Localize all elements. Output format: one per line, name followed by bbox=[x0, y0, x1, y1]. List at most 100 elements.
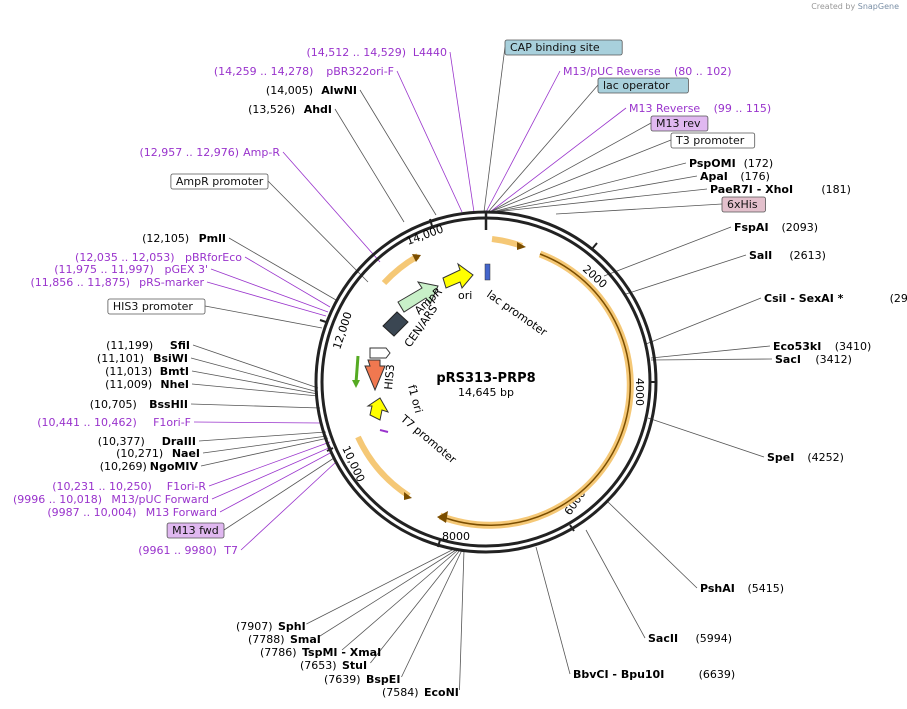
label-draiii: DraIII bbox=[162, 435, 196, 448]
label-ahdi: AhdI bbox=[304, 103, 332, 116]
t3-arrowhead bbox=[517, 242, 526, 250]
leader-paer7i-xhoi bbox=[493, 188, 708, 213]
label-bbvci-bpu10i: BbvCI - Bpu10I bbox=[573, 668, 664, 681]
label-m13-rev-box bbox=[650, 115, 709, 132]
label-pspomi-pos: (172) bbox=[744, 157, 774, 170]
tick-marks bbox=[319, 212, 656, 548]
label-t3-promoter: T3 promoter bbox=[675, 134, 745, 147]
leader-his3-promoter bbox=[204, 305, 323, 329]
leader-f1ori-r bbox=[208, 441, 331, 487]
label-pgex-3: pGEX 3' bbox=[164, 263, 208, 276]
prp8-orf-arc-core bbox=[439, 253, 631, 526]
f1-ori-label: f1 ori bbox=[405, 383, 425, 414]
label-t3-promoter-box bbox=[670, 132, 756, 149]
label-ampr-promoter-box bbox=[170, 173, 269, 190]
label-bmti: BmtI bbox=[160, 365, 189, 378]
label-pmli: PmlI bbox=[199, 232, 226, 245]
leader-smai bbox=[318, 549, 457, 638]
f1-arc bbox=[355, 435, 411, 499]
leader-saci bbox=[650, 358, 773, 361]
label-sphi-pos: (7907) bbox=[236, 620, 273, 633]
label-cap-binding-site: CAP binding site bbox=[510, 41, 600, 54]
label-csii-sexai: CsiI - SexAI * bbox=[764, 292, 844, 305]
label-tspmi-xmai-pos: (7786) bbox=[260, 646, 297, 659]
label-amp-r-pos: (12,957 .. 12,976) bbox=[139, 146, 239, 159]
label-spei: SpeI bbox=[767, 451, 794, 464]
label-alwni: AlwNI bbox=[321, 84, 357, 97]
label-apai: ApaI bbox=[700, 170, 728, 183]
his3-small-box-icon bbox=[369, 347, 391, 359]
plasmid-size: 14,645 bp bbox=[458, 386, 514, 399]
credit-prefix: Created by bbox=[811, 2, 856, 11]
leader-apai bbox=[492, 175, 698, 213]
label-eco53ki: Eco53kI bbox=[773, 340, 821, 353]
leader-l4440 bbox=[449, 51, 475, 213]
leader-ahdi bbox=[334, 108, 405, 223]
label-pbrforeco-pos: (12,035 .. 12,053) bbox=[75, 251, 175, 264]
label-bsiwi: BsiWI bbox=[153, 352, 188, 365]
label-pspomi: PspOMI bbox=[689, 157, 736, 170]
his3-label: HIS3 bbox=[382, 364, 397, 391]
label-6xhis: 6xHis bbox=[727, 198, 758, 211]
label-f1ori-r-pos: (10,231 .. 10,250) bbox=[52, 480, 152, 493]
label-econi: EcoNI bbox=[424, 686, 459, 699]
label-stui: StuI bbox=[342, 659, 367, 672]
leader-m13-reverse bbox=[489, 107, 627, 213]
label-cap-binding-site-box bbox=[504, 39, 623, 56]
label-f1ori-f-pos: (10,441 .. 10,462) bbox=[37, 416, 137, 429]
label-fspai-pos: (2093) bbox=[782, 221, 819, 234]
tick-label-8000: 8000 bbox=[442, 530, 470, 543]
label-tspmi-xmai: TspMI - XmaI bbox=[302, 646, 381, 659]
label-stui-pos: (7653) bbox=[300, 659, 337, 672]
leader-lines bbox=[190, 46, 773, 691]
leader-tspmi-xmai bbox=[341, 549, 459, 651]
label-bsiwi-pos: (11,101) bbox=[97, 352, 144, 365]
prp8-orf-arrowhead bbox=[437, 511, 448, 523]
leader-pgex-3 bbox=[210, 268, 329, 313]
leader-sacii bbox=[585, 529, 646, 639]
label-spei-pos: (4252) bbox=[807, 451, 844, 464]
label-prs-marker: pRS-marker bbox=[139, 276, 204, 289]
leader-ampr-promoter bbox=[267, 180, 369, 283]
label-sfii: SfiI bbox=[170, 339, 190, 352]
leader-m13-puc-forward bbox=[211, 446, 332, 500]
label-naei-pos: (10,271) bbox=[116, 447, 163, 460]
ampr-promoter-arc bbox=[381, 253, 420, 286]
f1-ori-arrow-icon bbox=[366, 397, 390, 421]
tick-label-14000: 14,000 bbox=[405, 222, 446, 247]
f1-arc-arrowhead bbox=[404, 492, 412, 500]
leader-cap-binding-site bbox=[483, 46, 506, 213]
leader-lac-operator bbox=[487, 84, 599, 213]
leader-pspomi bbox=[491, 162, 687, 213]
t7-marker-icon bbox=[379, 429, 389, 433]
leader-ngomiv bbox=[200, 437, 329, 467]
ampr-promoter-arrowhead bbox=[412, 254, 421, 262]
label-sfii-pos: (11,199) bbox=[106, 339, 153, 352]
leader-m13-fwd bbox=[223, 457, 335, 531]
leader-prs-marker bbox=[206, 281, 327, 317]
snapgene-logo: SnapGene bbox=[857, 2, 899, 11]
leader-bspei bbox=[401, 549, 463, 678]
leader-m13-forward bbox=[219, 451, 333, 513]
label-amp-r: Amp-R bbox=[243, 146, 280, 159]
label-lac-operator: lac operator bbox=[603, 79, 670, 92]
label-prs-marker-pos: (11,856 .. 11,875) bbox=[30, 276, 130, 289]
t7-promoter-label: T7 promoter bbox=[397, 412, 459, 467]
leader-t3-promoter bbox=[489, 139, 672, 213]
plasmid-name: pRS313-PRP8 bbox=[436, 371, 535, 386]
leader-sali bbox=[625, 254, 747, 295]
ori-arrow-icon bbox=[442, 262, 474, 290]
label-his3-promoter: HIS3 promoter bbox=[113, 300, 194, 313]
leader-pmli bbox=[228, 237, 337, 301]
label-pshai-pos: (5415) bbox=[748, 582, 785, 595]
label-bsshii-pos: (10,705) bbox=[90, 398, 137, 411]
leader-fspai bbox=[603, 226, 732, 277]
snapgene-credit: Created by SnapGene bbox=[811, 2, 899, 11]
label-saci-pos: (3412) bbox=[815, 353, 852, 366]
green-small-arrowhead bbox=[352, 380, 360, 388]
leader-sfii bbox=[192, 344, 319, 389]
label-f1ori-r: F1ori-R bbox=[167, 480, 207, 493]
leader-alwni bbox=[359, 89, 437, 216]
label-pbr322ori-f-pos: (14,259 .. 14,278) bbox=[214, 65, 314, 78]
label-paer7i-xhoi-pos: (181) bbox=[821, 183, 851, 196]
